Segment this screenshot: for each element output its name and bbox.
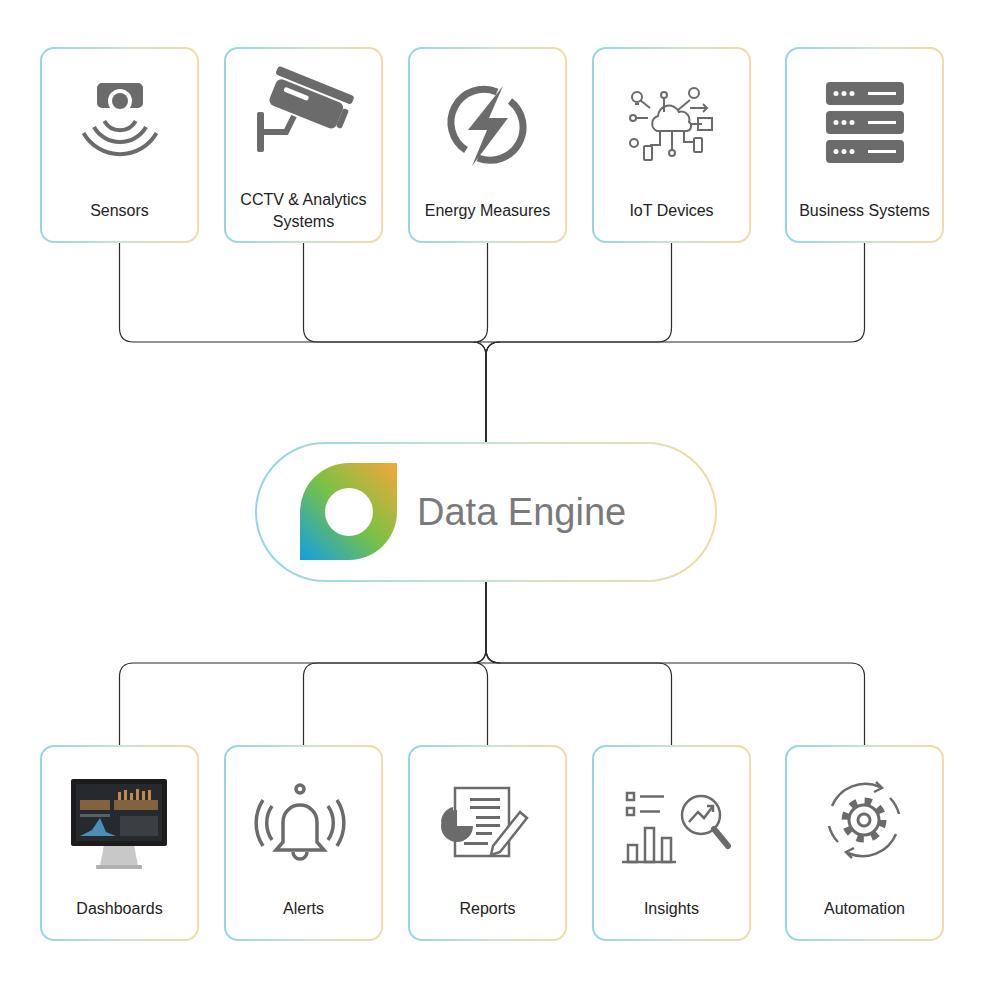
box-label: Business Systems xyxy=(791,187,938,235)
box-label: Sensors xyxy=(46,187,193,235)
output-box: Automation xyxy=(785,745,944,941)
connector-line xyxy=(120,582,487,745)
source-box: CCTV & Analytics Systems xyxy=(224,47,383,243)
connector-line xyxy=(304,243,487,442)
connector-line xyxy=(120,243,487,442)
output-box: Dashboards xyxy=(40,745,199,941)
box-label: CCTV & Analytics Systems xyxy=(230,187,377,235)
box-label: Insights xyxy=(598,885,745,933)
box-label: Reports xyxy=(414,885,561,933)
connector-line xyxy=(486,582,865,745)
connector-line xyxy=(474,582,501,745)
source-box: IoT Devices xyxy=(592,47,751,243)
output-box: Alerts xyxy=(224,745,383,941)
source-box: Business Systems xyxy=(785,47,944,243)
output-box: Reports xyxy=(408,745,567,941)
box-label: Alerts xyxy=(230,885,377,933)
source-box: Sensors xyxy=(40,47,199,243)
source-box: Energy Measures xyxy=(408,47,567,243)
connector-line xyxy=(304,582,487,745)
output-box: Insights xyxy=(592,745,751,941)
engine-label: Data Engine xyxy=(417,444,705,580)
box-label: Energy Measures xyxy=(414,187,561,235)
box-label: IoT Devices xyxy=(598,187,745,235)
box-label: Dashboards xyxy=(46,885,193,933)
engine-pill: Data Engine xyxy=(255,442,717,582)
connector-line xyxy=(486,243,865,442)
box-label: Automation xyxy=(791,885,938,933)
